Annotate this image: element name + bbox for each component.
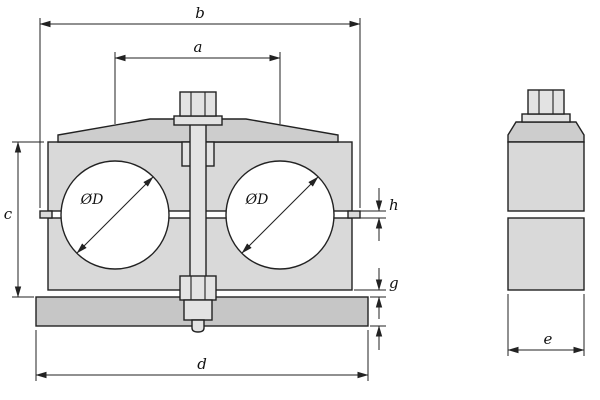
bore-right-diameter-line (241, 176, 319, 254)
split-lug-left (39, 210, 53, 219)
bore-left-diameter-line (76, 176, 154, 254)
split-lug-right (347, 210, 361, 219)
dim-e-label: e (544, 330, 553, 348)
bolt-hex-head (179, 91, 217, 117)
dim-b-label: b (195, 4, 205, 22)
side-bolt-hex-head (527, 89, 565, 115)
front-dimensions: b a c d h g (4, 4, 399, 381)
dim-g-label: g (389, 274, 399, 292)
side-cap-plate (507, 121, 585, 143)
bolt-shaft (189, 123, 207, 283)
side-view (507, 89, 585, 291)
side-body-lower (507, 217, 585, 291)
dim-c-label: c (4, 205, 13, 223)
bore-right-label: ØD (245, 192, 269, 208)
side-dimensions: e (507, 294, 585, 356)
bolt-lower-nut (179, 275, 217, 301)
bolt-lower-insert (183, 299, 213, 321)
side-bolt-washer (521, 113, 571, 123)
dim-h-label: h (389, 196, 399, 214)
front-view: ØD ØD (35, 91, 369, 333)
dim-d-label: d (197, 355, 207, 373)
bolt-washer (173, 115, 223, 126)
stud-tip (191, 319, 205, 333)
bore-left-label: ØD (80, 192, 104, 208)
side-body-upper (507, 141, 585, 212)
dim-a-label: a (194, 38, 203, 56)
